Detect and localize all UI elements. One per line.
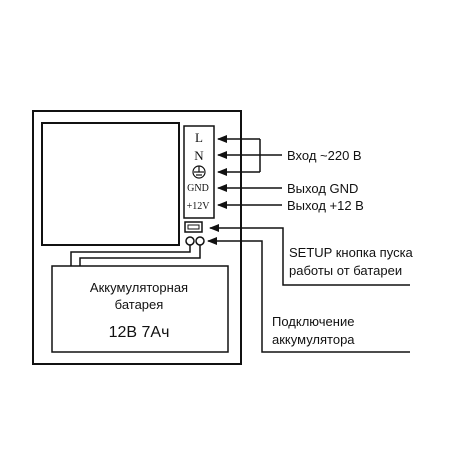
battery-label-line1: Аккумуляторная [90,280,188,295]
leader-battery-connection [207,237,410,353]
battery-wire-right [79,245,201,266]
power-module [41,122,180,246]
terminal-block [183,125,215,219]
label-setup-line2: работы от батареи [289,263,402,278]
leader-setup [209,224,410,286]
ground-icon [192,165,206,179]
terminal-GND: GND [187,183,209,194]
battery-connector [185,236,205,246]
label-battery-conn-line2: аккумулятора [272,332,355,347]
terminal-L: L [195,130,203,145]
battery [51,265,229,353]
label-output-12: Выход +12 В [287,198,364,213]
enclosure-outer [32,110,242,365]
label-input-220: Вход ~220 В [287,148,362,163]
label-output-gnd: Выход GND [287,181,358,196]
battery-wire-left [70,245,191,266]
terminal-plus12: +12V [187,201,211,212]
input-220-arrows [217,135,282,176]
battery-label-line2: батарея [115,297,164,312]
battery-capacity: 12В 7Ач [109,324,170,341]
setup-button [184,221,203,233]
terminal-N: N [194,148,204,163]
label-setup-line1: SETUP кнопка пуска [289,245,414,260]
label-battery-conn-line1: Подключение [272,314,354,329]
